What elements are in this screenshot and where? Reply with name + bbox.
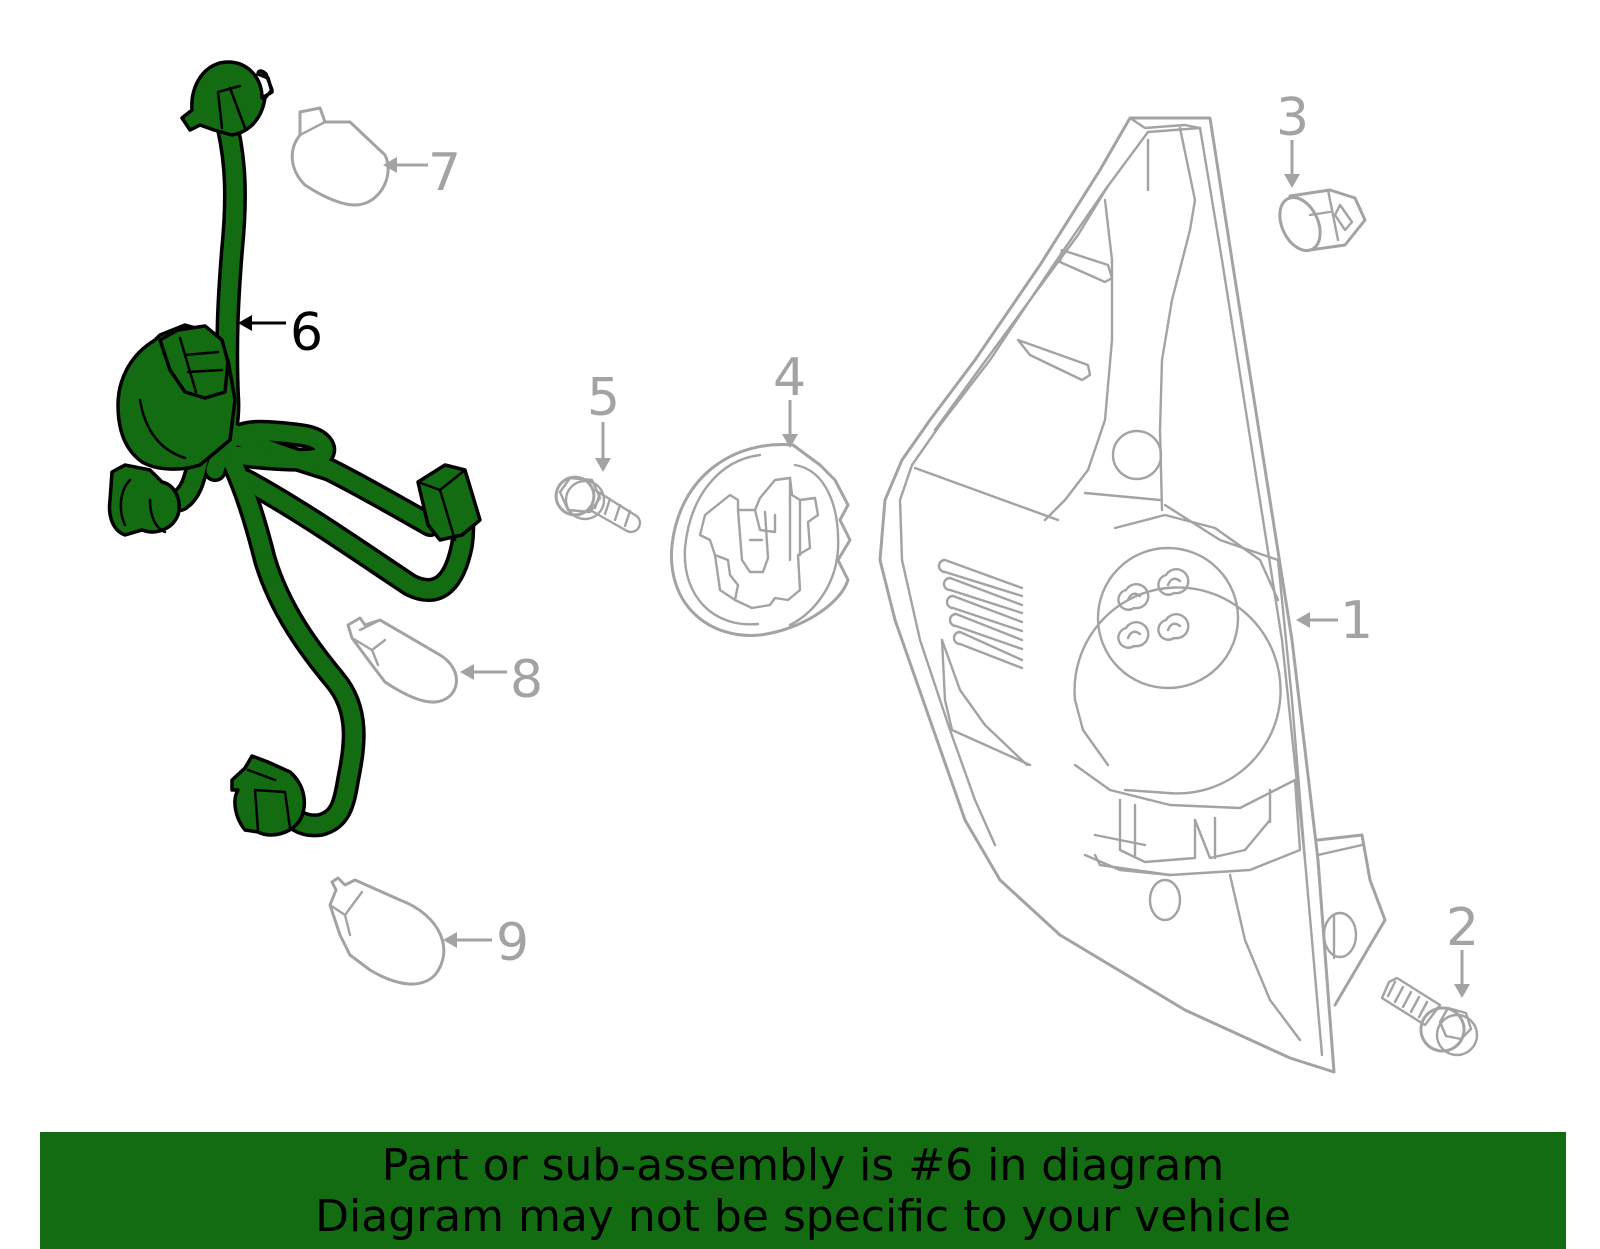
callout-arrow-6 [238,315,286,331]
callout-arrow-7 [383,157,428,173]
callout-arrow-5 [595,422,611,472]
callout-arrow-4 [782,400,798,448]
callout-2[interactable]: 2 [1446,898,1479,958]
callout-1[interactable]: 1 [1340,591,1373,651]
callout-arrow-9 [443,932,492,948]
callout-arrow-1 [1296,612,1338,628]
part-1-tail-lamp[interactable] [878,116,1387,1074]
callout-4[interactable]: 4 [773,348,806,408]
callout-9[interactable]: 9 [496,913,529,973]
part-7-bulb[interactable] [290,106,390,207]
part-2-screw[interactable] [1380,976,1479,1057]
callout-arrow-2 [1454,950,1470,998]
callout-5[interactable]: 5 [587,368,620,428]
part-5-screw[interactable] [554,475,642,534]
part-6-wiring-harness[interactable] [107,60,482,838]
banner-line-1: Part or sub-assembly is #6 in diagram [381,1139,1225,1191]
part-8-bulb[interactable] [346,616,458,704]
callout-8[interactable]: 8 [510,650,543,710]
callout-6[interactable]: 6 [290,303,323,363]
callout-arrow-3 [1284,140,1300,188]
info-banner: Part or sub-assembly is #6 in diagram Di… [40,1132,1566,1249]
callout-3[interactable]: 3 [1276,88,1309,148]
callout-arrow-8 [460,664,507,680]
callout-7[interactable]: 7 [428,143,461,203]
part-4-socket-plate[interactable] [669,443,852,637]
part-3-clip[interactable] [1272,188,1367,257]
part-9-bulb[interactable] [328,876,446,986]
banner-line-2: Diagram may not be specific to your vehi… [315,1190,1291,1242]
